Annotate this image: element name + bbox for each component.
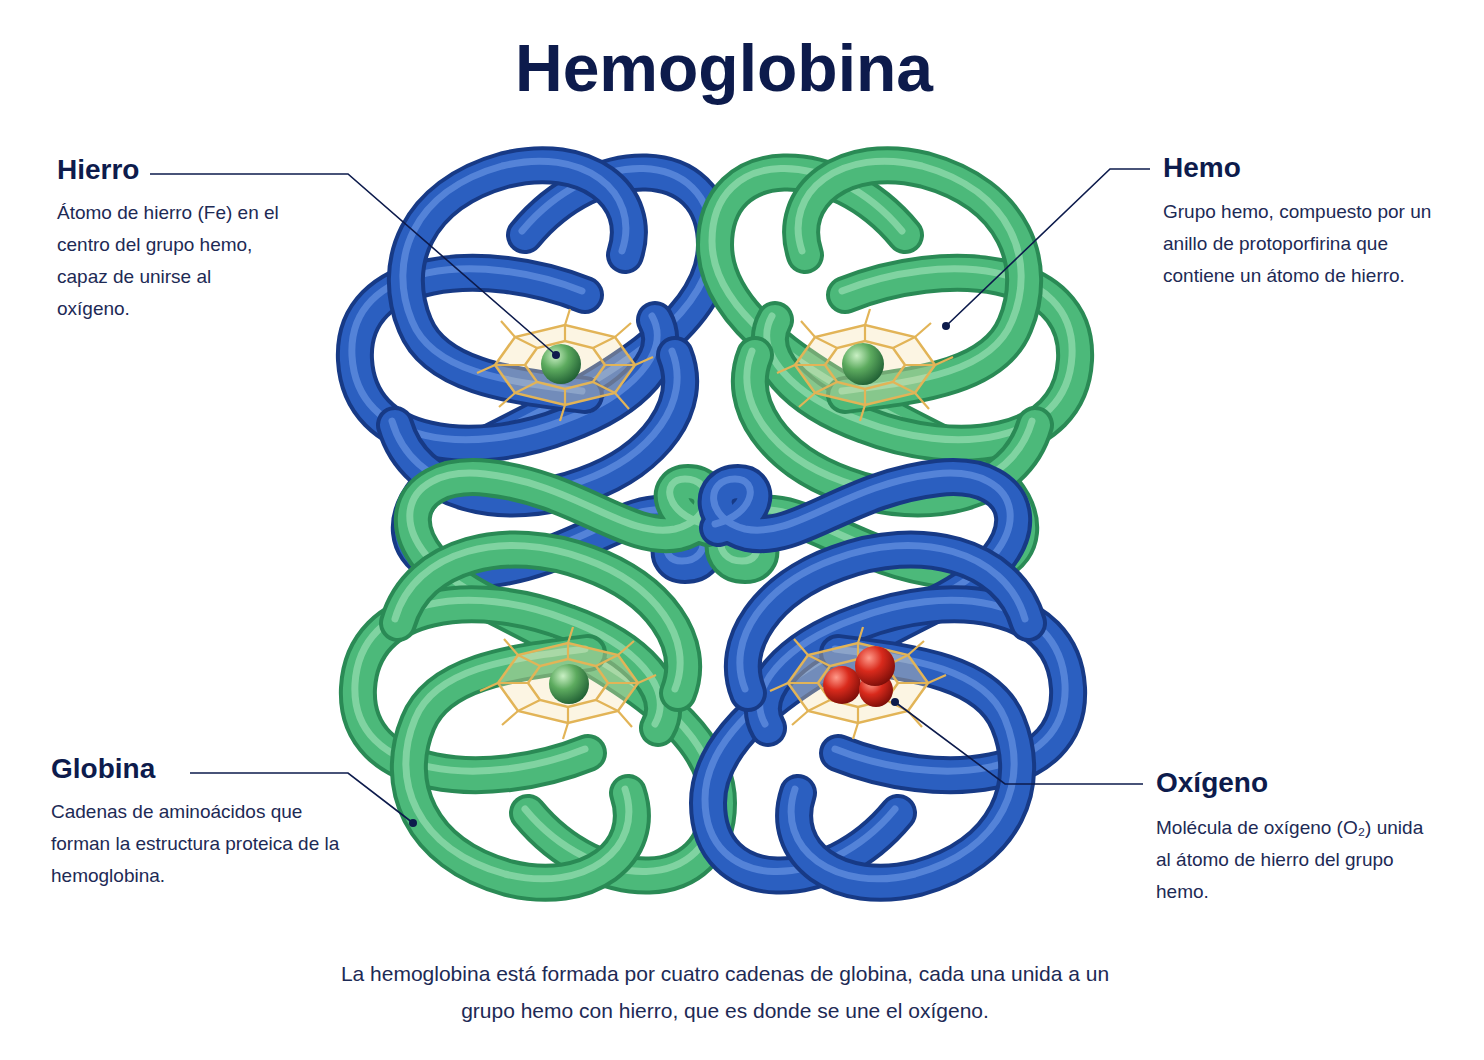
heme-ring xyxy=(770,627,946,739)
callout-heading: Hierro xyxy=(57,152,297,188)
callout-heading: Hemo xyxy=(1163,150,1423,186)
diagram-caption: La hemoglobina está formada por cuatro c… xyxy=(315,955,1135,1029)
leader-dot xyxy=(942,322,950,330)
iron-atom xyxy=(549,664,589,704)
callout-text: Grupo hemo, compuesto por un anillo de p… xyxy=(1163,196,1448,292)
iron-atom xyxy=(842,343,884,385)
tube-body xyxy=(743,550,1028,694)
tube-outline xyxy=(743,550,1028,694)
leader-dot xyxy=(552,351,560,359)
heme-ring xyxy=(777,309,953,421)
callout-text: Cadenas de aminoácidos que forman la est… xyxy=(51,796,341,892)
diagram-title: Hemoglobina xyxy=(0,28,1466,108)
oxygen-atom xyxy=(855,646,895,686)
leader-dot xyxy=(891,698,899,706)
tube-highlight xyxy=(740,546,1025,690)
leader-line xyxy=(946,169,1150,326)
oxygen-atom xyxy=(823,666,861,704)
callout-heading: Globina xyxy=(51,751,311,787)
callout-text: Molécula de oxígeno (O₂) unida al átomo … xyxy=(1156,812,1431,908)
heme-ring xyxy=(477,309,653,421)
leader-dot xyxy=(409,819,417,827)
leader-line xyxy=(895,702,1143,784)
callout-text: Átomo de hierro (Fe) en el centro del gr… xyxy=(57,197,279,325)
globin-chain xyxy=(355,473,718,883)
callout-heading: Oxígeno xyxy=(1156,765,1416,801)
globin-chain xyxy=(705,473,1068,883)
leader-line xyxy=(150,174,556,355)
iron-atom xyxy=(541,344,581,384)
heme-ring xyxy=(480,627,656,739)
